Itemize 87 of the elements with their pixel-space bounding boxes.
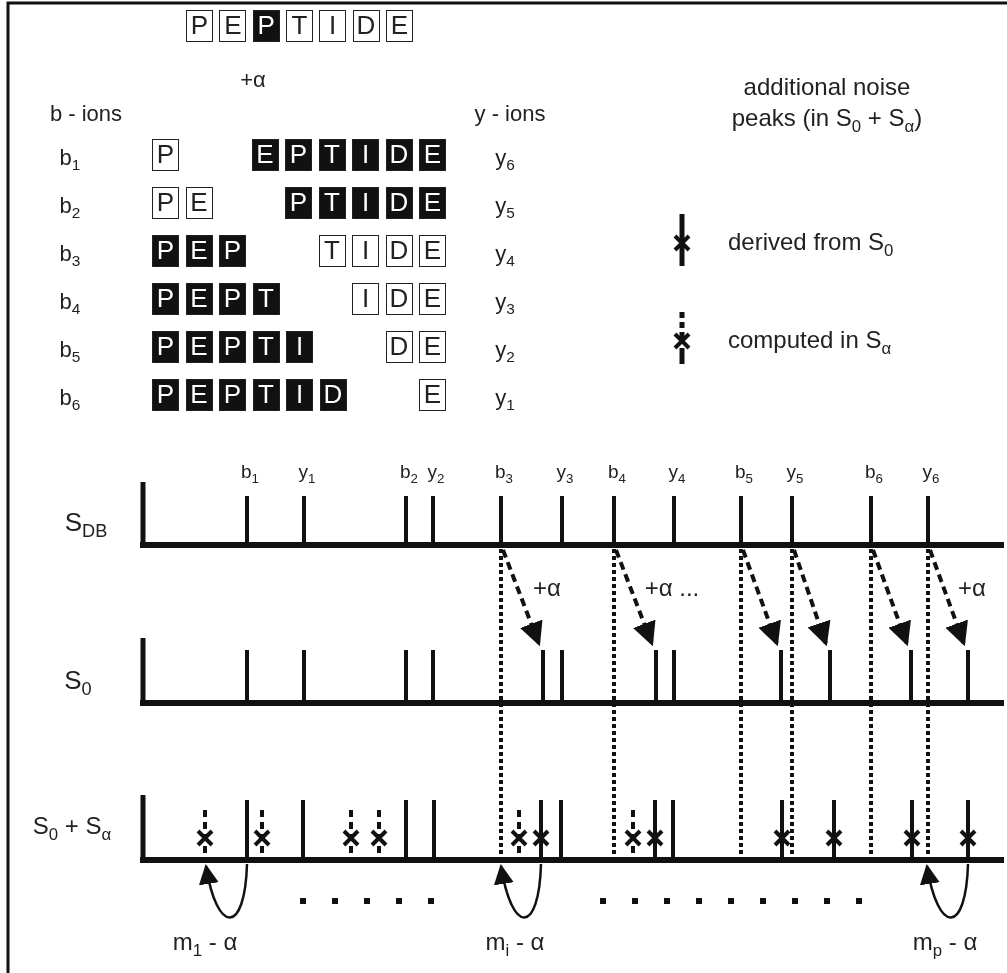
letter-box: T <box>318 139 346 171</box>
column-heading: y - ions <box>474 101 546 127</box>
letter-box: P <box>152 235 179 267</box>
letter-box: E <box>185 331 213 363</box>
peak-label: y$_{4}$ <box>668 461 686 483</box>
letter-box: T <box>252 331 280 363</box>
peak-label: y$_{1}$ <box>298 461 316 483</box>
letter-box: D <box>385 139 413 171</box>
peak-label: b$_{4}$ <box>608 461 626 483</box>
shift-label: +α <box>958 574 986 602</box>
letter-box: D <box>385 331 413 363</box>
peak-label: y$_{2}$ <box>427 461 445 483</box>
letter-box: E <box>219 10 247 42</box>
ion-label: b$_{4}$ <box>59 289 81 315</box>
letter-box: P <box>152 139 179 171</box>
peak-label: b$_{6}$ <box>865 461 883 483</box>
ion-label: b$_{5}$ <box>59 337 81 363</box>
legend-heading: additional noise peaks (in S$_{0}$ + S$_{α}$) <box>730 71 924 134</box>
letter-box: I <box>286 379 313 411</box>
letter-box: D <box>352 10 380 42</box>
letter-box: P <box>152 283 179 315</box>
legend-text: computed in S$_{α}$ <box>728 326 892 354</box>
letter-box: E <box>419 283 446 315</box>
letter-box: D <box>319 379 347 411</box>
ion-label: y$_{4}$ <box>495 241 515 267</box>
letter-box: P <box>219 235 246 267</box>
ion-label: y$_{2}$ <box>495 337 515 363</box>
letter-box: P <box>285 187 312 219</box>
letter-box: D <box>385 235 413 267</box>
peak-label: b$_{5}$ <box>735 461 753 483</box>
letter-box: D <box>385 187 413 219</box>
ion-label: b$_{3}$ <box>59 241 81 267</box>
ion-label: y$_{3}$ <box>495 289 515 315</box>
letter-box: E <box>419 331 446 363</box>
mass-label: m$_{i}$ - α <box>485 928 545 956</box>
letter-box: P <box>219 331 246 363</box>
letter-box: I <box>319 10 347 42</box>
shift-label: +α ... <box>644 574 700 602</box>
letter-box: I <box>352 235 379 267</box>
peak-label: y$_{5}$ <box>786 461 804 483</box>
peak-label: b$_{2}$ <box>400 461 418 483</box>
letter-box: E <box>419 379 446 411</box>
letter-box: E <box>185 379 213 411</box>
peak-label: b$_{1}$ <box>241 461 259 483</box>
letter-box: P <box>219 283 246 315</box>
peak-label: y$_{6}$ <box>922 461 940 483</box>
mass-label: m$_{1}$ - α <box>172 928 238 956</box>
column-heading: b - ions <box>49 101 123 127</box>
ion-label: y$_{1}$ <box>495 385 515 411</box>
letter-box: E <box>419 235 446 267</box>
ion-label: b$_{2}$ <box>59 193 81 219</box>
letter-box: I <box>352 283 379 315</box>
letter-box: P <box>186 10 213 42</box>
letter-box: E <box>185 187 213 219</box>
legend-text: derived from S$_{0}$ <box>728 228 894 256</box>
letter-box: E <box>185 283 213 315</box>
letter-box: P <box>285 139 312 171</box>
letter-box: I <box>352 139 379 171</box>
letter-box: T <box>252 283 280 315</box>
ion-label: b$_{1}$ <box>59 145 81 171</box>
letter-box: E <box>419 139 446 171</box>
peak-label: y$_{3}$ <box>556 461 574 483</box>
spectrum-label: S$_{DB}$ <box>64 506 108 538</box>
shift-label: +α <box>533 574 561 602</box>
letter-box: T <box>252 379 280 411</box>
letter-box: P <box>219 379 246 411</box>
letter-box: I <box>286 331 313 363</box>
ion-label: y$_{6}$ <box>495 145 515 171</box>
letter-box: T <box>318 187 346 219</box>
letter-box: P <box>152 379 179 411</box>
letter-box: P <box>152 331 179 363</box>
letter-box: E <box>385 10 413 42</box>
modification-label: +α <box>240 67 266 93</box>
spectrum-label: S$_{0}$ <box>64 664 92 696</box>
letter-box: P <box>152 187 179 219</box>
letter-box: P <box>252 10 280 42</box>
peak-label: b$_{3}$ <box>495 461 513 483</box>
letter-box: E <box>185 235 213 267</box>
ion-label: y$_{5}$ <box>495 193 515 219</box>
letter-box: D <box>385 283 413 315</box>
spectrum-label: S$_{0}$ + S$_{α}$ <box>32 812 112 840</box>
letter-box: T <box>318 235 346 267</box>
letter-box: E <box>419 187 446 219</box>
ion-label: b$_{6}$ <box>59 385 81 411</box>
letter-box: T <box>285 10 313 42</box>
letter-box: I <box>352 187 379 219</box>
letter-box: E <box>251 139 279 171</box>
